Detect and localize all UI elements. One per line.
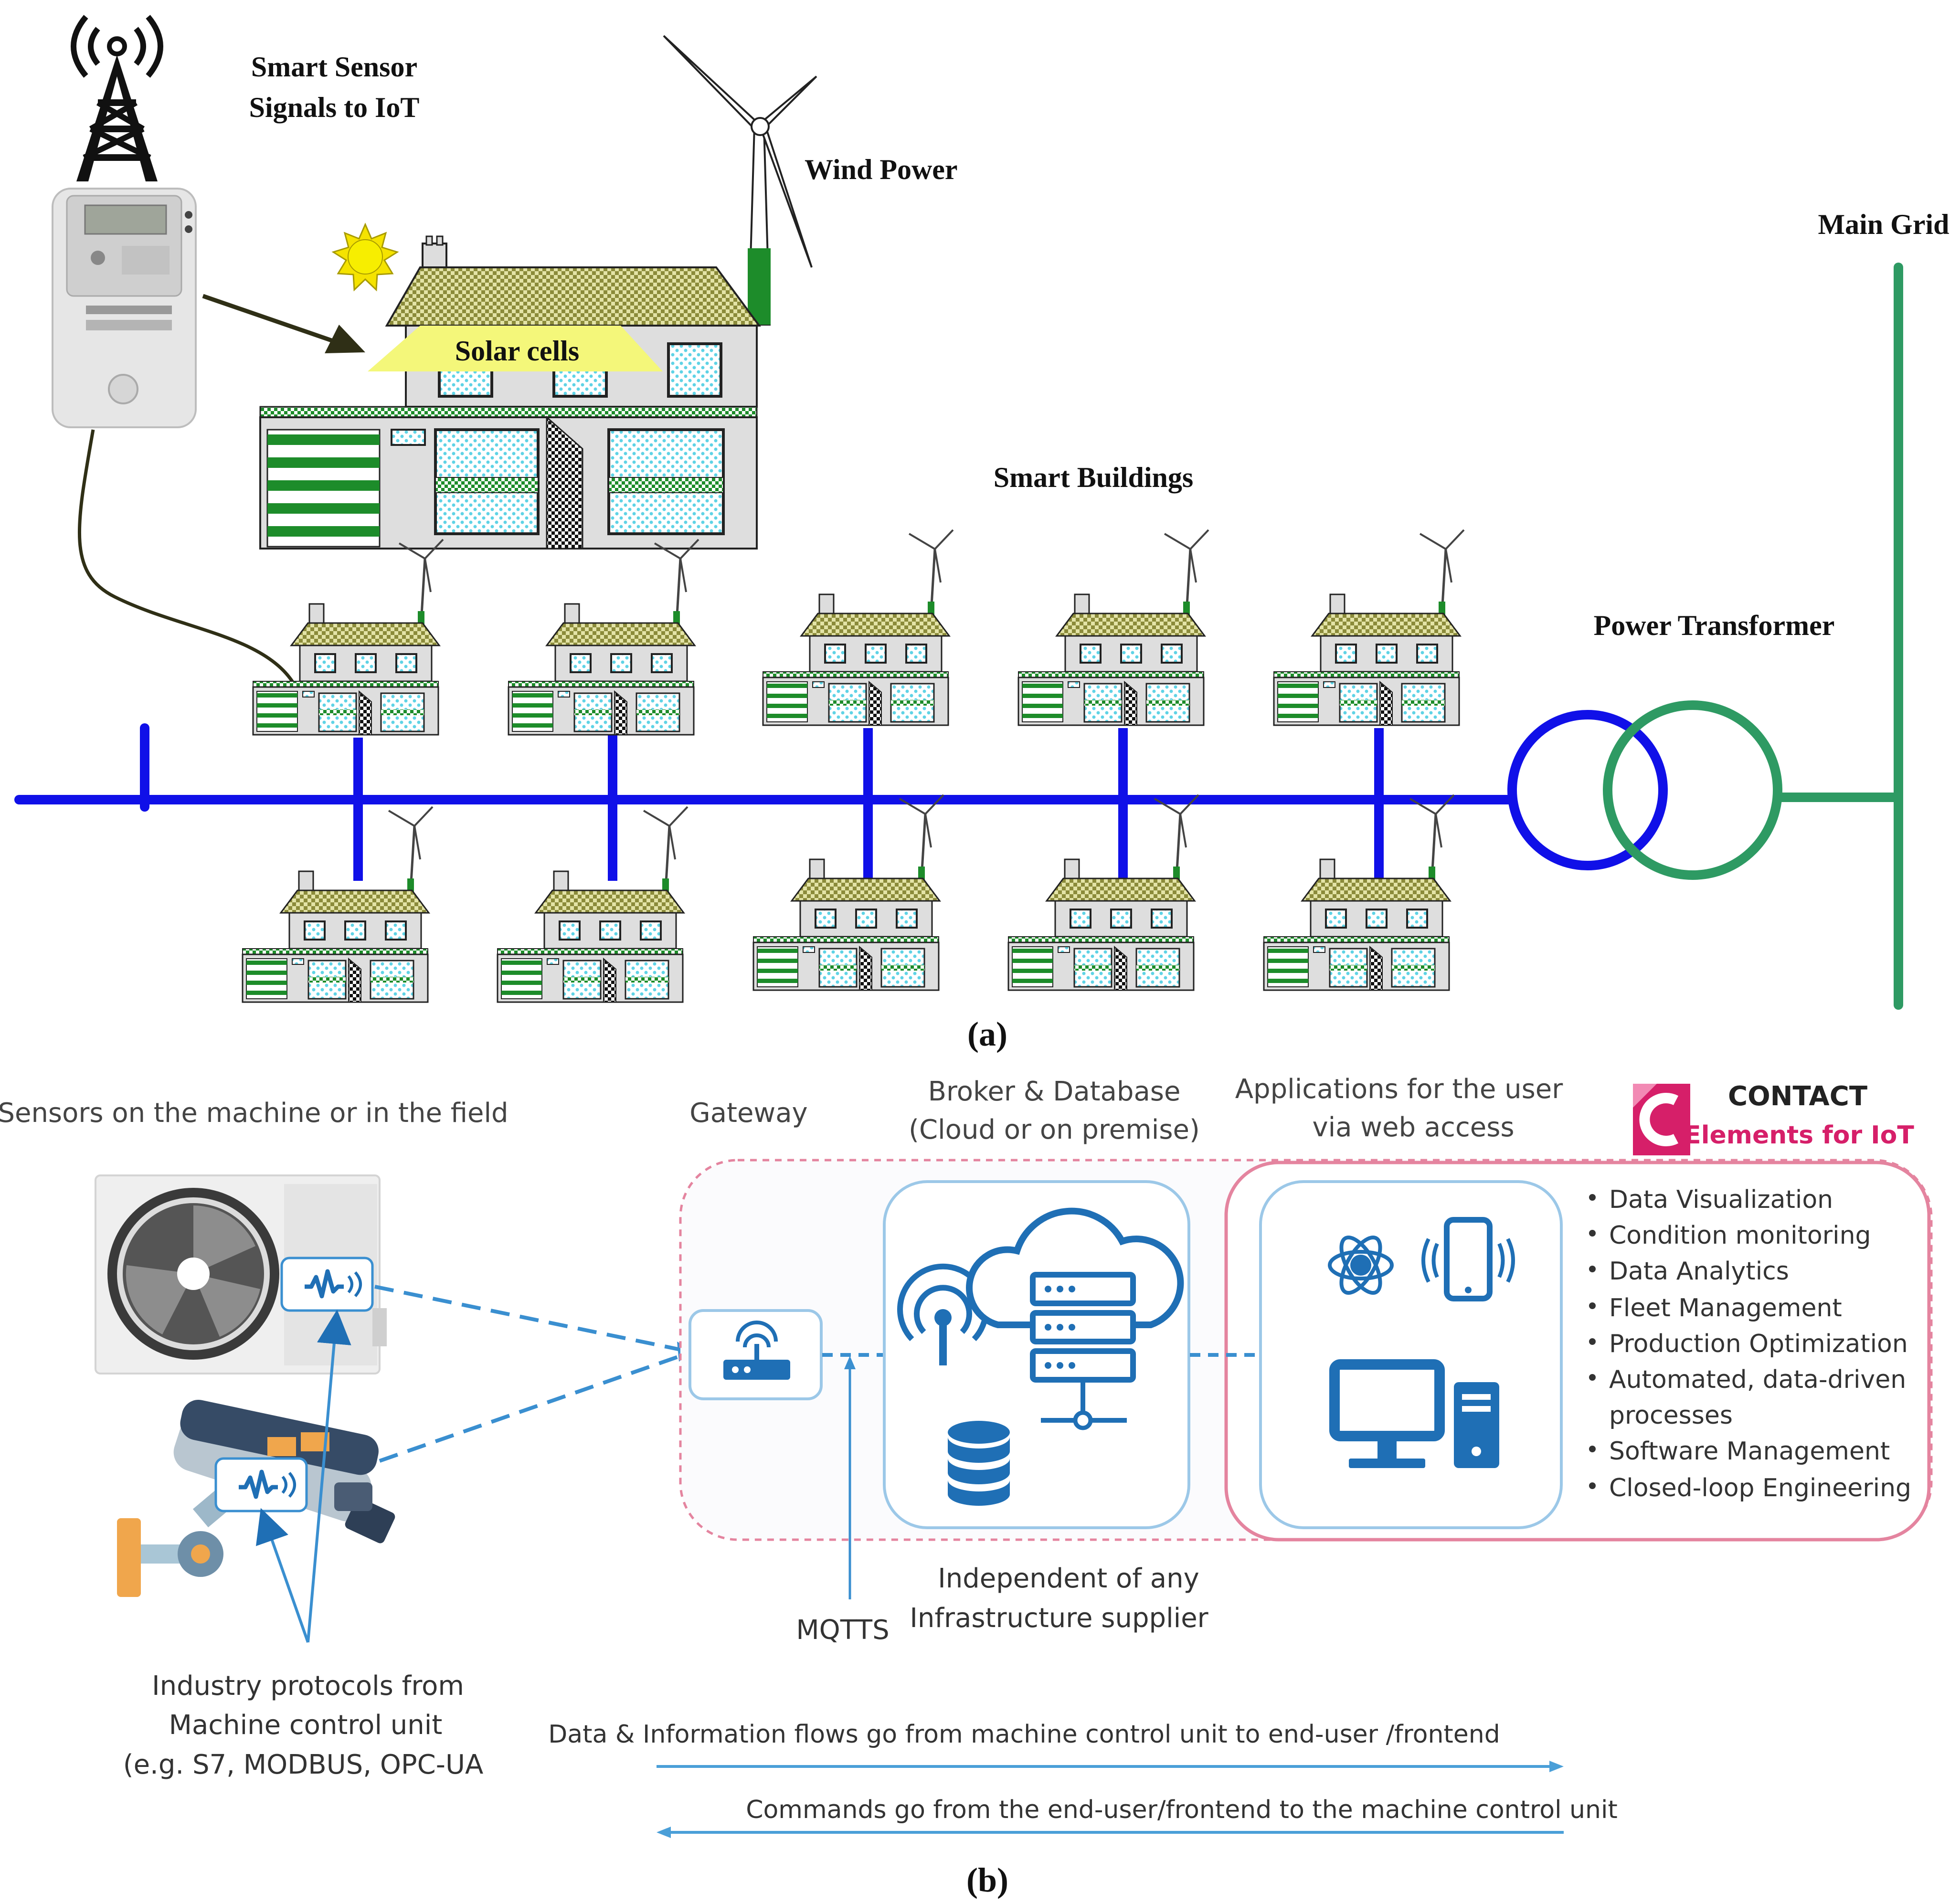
list-item: Software Management — [1609, 1437, 1890, 1466]
meter-cable — [78, 429, 298, 688]
caption-b: (b) — [966, 1861, 1008, 1899]
mqtts-label: MQTTS — [796, 1615, 889, 1646]
meter-to-solar-arrow — [202, 294, 365, 353]
database-icon — [948, 1421, 1010, 1506]
panel-a: Smart Sensor Signals to IoT Wind Power — [14, 15, 1949, 1053]
power-transformer-icon — [1507, 700, 1782, 880]
smart-building — [763, 530, 953, 725]
list-item: Fleet Management — [1609, 1294, 1842, 1322]
apps-box — [1259, 1180, 1563, 1529]
sensor-badge-icon — [282, 1258, 372, 1311]
list-item: Production Optimization — [1609, 1330, 1908, 1358]
smart-building — [1274, 530, 1464, 725]
cell-tower-icon — [71, 15, 163, 181]
list-item: Automated, data-driven — [1609, 1365, 1906, 1394]
features-list: Data Visualization Condition monitoring … — [1589, 1185, 1911, 1502]
smart-building — [1018, 530, 1208, 725]
smart-building — [753, 795, 943, 990]
smart-building — [1264, 795, 1454, 990]
desktop-computer-icon — [1329, 1359, 1499, 1468]
brand-tagline: Elements for IoT — [1684, 1121, 1914, 1150]
smart-building — [243, 807, 433, 1002]
caption-a: (a) — [967, 1015, 1007, 1053]
antenna-icon — [897, 1263, 989, 1365]
protocols-line1: Industry protocols from — [152, 1670, 464, 1702]
list-item: Data Visualization — [1609, 1185, 1833, 1214]
smartphone-icon — [1421, 1217, 1515, 1301]
sensor-badge-icon — [216, 1459, 307, 1511]
commands-label: Commands go from the end-user/frontend t… — [746, 1796, 1618, 1824]
ai-brain-icon — [1328, 1235, 1394, 1295]
gateway-heading: Gateway — [689, 1098, 807, 1129]
broker-heading-line2: (Cloud or on premise) — [909, 1114, 1200, 1145]
list-item: processes — [1609, 1401, 1733, 1430]
data-flow-label: Data & Information flows go from machine… — [548, 1720, 1500, 1749]
protocols-line2: Machine control unit — [169, 1710, 443, 1741]
mqtts-pointer — [844, 1356, 856, 1599]
ac-unit-icon — [95, 1174, 387, 1374]
list-item: Data Analytics — [1609, 1257, 1789, 1286]
independent-line2: Infrastructure supplier — [910, 1603, 1208, 1634]
brand-name: CONTACT — [1728, 1081, 1867, 1112]
main-grid-line — [1777, 263, 1903, 1010]
power-transformer-label: Power Transformer — [1594, 610, 1835, 641]
data-flow-arrow — [657, 1761, 1564, 1772]
smart-building — [253, 539, 443, 735]
distribution-bus — [14, 723, 1516, 883]
panel-b: Sensors on the machine or in the field G… — [0, 1074, 1933, 1899]
list-item: Closed-loop Engineering — [1609, 1474, 1911, 1502]
sensor-gateway-links — [374, 1285, 695, 1463]
main-grid-label: Main Grid — [1818, 209, 1949, 240]
list-item: Condition monitoring — [1609, 1221, 1871, 1250]
protocol-arrows — [255, 1310, 351, 1643]
apps-heading-line1: Applications for the user — [1235, 1074, 1563, 1105]
protocols-line3: (e.g. S7, MODBUS, OPC-UA — [123, 1749, 484, 1780]
solar-cells-label: Solar cells — [455, 335, 580, 367]
gateway-router-icon — [689, 1309, 823, 1400]
commands-arrow — [657, 1827, 1564, 1838]
sun-icon — [331, 222, 399, 292]
wind-turbine-icon — [663, 35, 817, 326]
sensor-label-line2: Signals to IoT — [249, 92, 420, 123]
smart-meter-icon — [52, 188, 197, 428]
contact-logo-icon — [1633, 1084, 1690, 1155]
smart-building — [498, 807, 688, 1002]
big-smart-house — [259, 235, 761, 550]
sensors-heading: Sensors on the machine or in the field — [0, 1098, 509, 1129]
server-icon — [1030, 1272, 1136, 1430]
smart-buildings-label: Smart Buildings — [994, 462, 1193, 493]
smart-building — [509, 539, 699, 735]
apps-heading-line2: via web access — [1312, 1112, 1514, 1143]
sensor-label-line1: Smart Sensor — [251, 51, 417, 83]
broker-heading-line1: Broker & Database — [928, 1076, 1181, 1107]
wind-power-label: Wind Power — [805, 154, 958, 185]
independent-line1: Independent of any — [938, 1563, 1199, 1594]
smart-building — [1008, 795, 1198, 990]
